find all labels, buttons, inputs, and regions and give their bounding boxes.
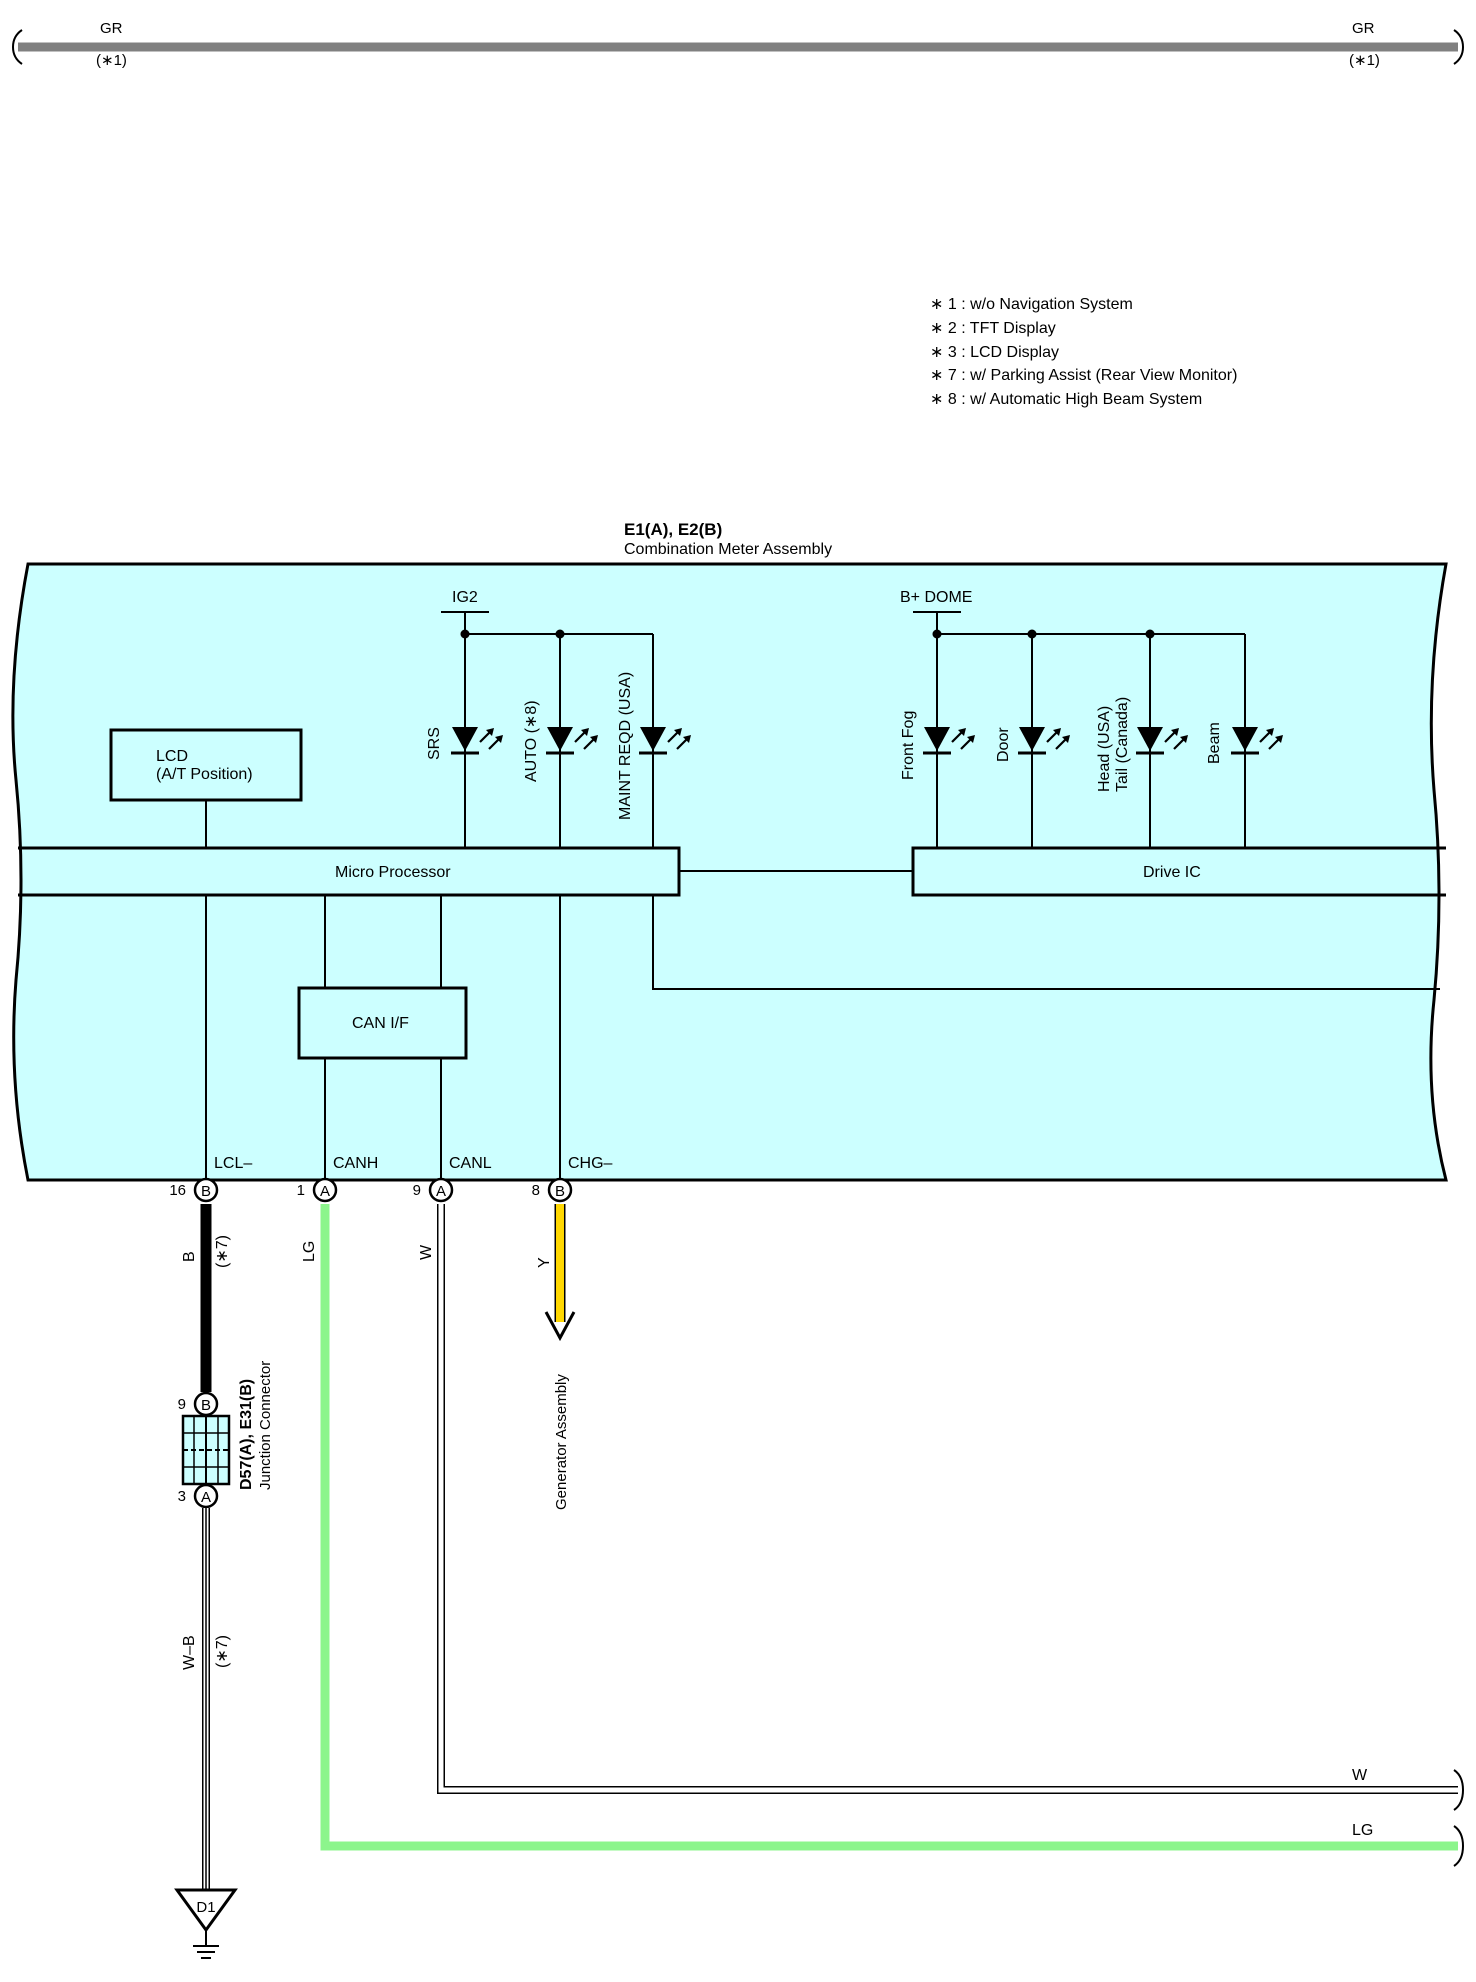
lcd-sub-label: (A/T Position) (156, 766, 253, 783)
svg-text:A: A (201, 1489, 211, 1506)
wire-break-w (1453, 1769, 1465, 1811)
gr-code-left: GR (100, 20, 123, 37)
mp-right-line (652, 895, 1440, 990)
led-head-tail (1134, 634, 1190, 848)
drive-ic-label: Drive IC (1143, 864, 1201, 881)
led-label-tail: Tail (Canada) (1114, 697, 1131, 792)
lg-wire (320, 1204, 1458, 1851)
legend-item: ∗ 8 : w/ Automatic High Beam System (930, 391, 1202, 408)
legend: ∗ 1 : w/o Navigation System ∗ 2 : TFT Di… (930, 296, 1237, 408)
led-label-door: Door (995, 727, 1012, 762)
pin-name-lcl: LCL– (214, 1155, 252, 1172)
pin-lcl: B 16 (169, 1177, 219, 1203)
led-srs (449, 634, 505, 848)
can-if-box (297, 986, 468, 1060)
led-front-fog (921, 634, 977, 848)
wire-break-right (1453, 29, 1465, 65)
bdome-label: B+ DOME (900, 589, 972, 606)
b-wire-code: B (181, 1251, 198, 1262)
w-wire-code: W (418, 1244, 435, 1260)
gr-code-right: GR (1352, 20, 1375, 37)
gr-note-right: (∗1) (1349, 52, 1380, 69)
svg-text:A: A (320, 1183, 330, 1200)
w-wire-outline (437, 1204, 1458, 1794)
junction-connector (181, 1414, 231, 1486)
svg-text:1: 1 (297, 1182, 305, 1199)
lg-wire-right-code: LG (1352, 1822, 1373, 1839)
svg-text:B: B (201, 1183, 211, 1200)
led-label-front-fog: Front Fog (900, 711, 917, 780)
ig2-label: IG2 (452, 589, 478, 606)
ground-icon (174, 1888, 238, 1959)
junction-pin-top: B 9 (178, 1391, 219, 1417)
legend-item: ∗ 7 : w/ Parking Assist (Rear View Monit… (930, 367, 1237, 384)
generator-label: Generator Assembly (553, 1374, 570, 1510)
pin-canh: A 1 (297, 1177, 338, 1203)
meter-connector-id: E1(A), E2(B) (624, 520, 722, 539)
svg-text:B: B (555, 1183, 565, 1200)
led-label-srs: SRS (426, 727, 443, 760)
pin-name-canh: CANH (333, 1155, 378, 1172)
lg-wire-code: LG (301, 1241, 318, 1262)
gr-wire-group: GR (∗1) GR (∗1) (11, 20, 1465, 69)
gr-note-left: (∗1) (96, 52, 127, 69)
pin-canl: A 9 (413, 1177, 454, 1203)
svg-text:8: 8 (532, 1182, 540, 1199)
b-wire-note: (∗7) (214, 1235, 231, 1268)
led-label-maint-reqd: MAINT REQD (USA) (617, 672, 634, 820)
led-label-beam: Beam (1206, 722, 1223, 764)
wire-break-left (11, 29, 23, 65)
pin-name-chg: CHG– (568, 1155, 613, 1172)
legend-item: ∗ 3 : LCD Display (930, 344, 1059, 361)
svg-text:A: A (436, 1183, 446, 1200)
led-door (1016, 634, 1072, 848)
led-label-head: Head (USA) (1096, 706, 1113, 792)
w-wire (438, 1204, 1458, 1793)
wire-break-lg (1453, 1825, 1465, 1867)
svg-text:B: B (201, 1397, 211, 1414)
junction-id: D57(A), E31(B) (238, 1379, 255, 1490)
junction-name: Junction Connector (257, 1361, 274, 1490)
led-auto (544, 634, 600, 848)
svg-text:3: 3 (178, 1488, 186, 1505)
micro-processor-label: Micro Processor (335, 864, 451, 881)
led-beam (1229, 634, 1285, 848)
legend-item: ∗ 2 : TFT Display (930, 320, 1056, 337)
y-wire-code: Y (536, 1257, 553, 1268)
wb-wire-note: (∗7) (214, 1635, 231, 1668)
y-arrow-icon (544, 1311, 576, 1342)
meter-name: Combination Meter Assembly (624, 541, 832, 558)
pin-chg: B 8 (532, 1177, 573, 1203)
lcd-label: LCD (156, 748, 188, 765)
junction-pin-bottom: A 3 (178, 1483, 219, 1509)
ground-label: D1 (196, 1899, 215, 1916)
wb-wire-code: W–B (181, 1635, 198, 1670)
can-if-label: CAN I/F (352, 1015, 409, 1032)
svg-text:16: 16 (169, 1182, 186, 1199)
svg-text:9: 9 (413, 1182, 421, 1199)
led-label-auto: AUTO (∗8) (523, 700, 540, 782)
w-wire-right-code: W (1352, 1767, 1368, 1784)
pin-name-canl: CANL (449, 1155, 492, 1172)
legend-item: ∗ 1 : w/o Navigation System (930, 296, 1133, 313)
led-maint-reqd (637, 634, 693, 848)
svg-text:9: 9 (178, 1396, 186, 1413)
